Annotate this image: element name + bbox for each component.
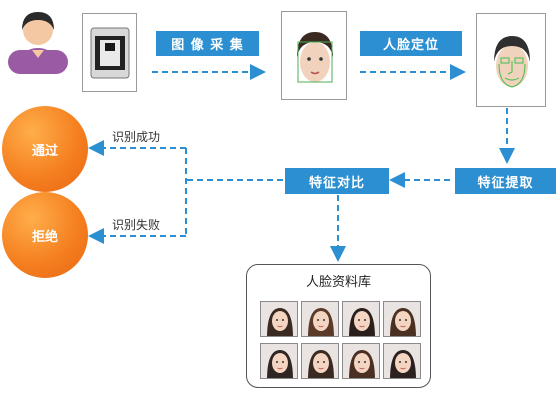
captured-photo-frame: [281, 11, 347, 100]
step-feature-extract-label: 特征提取: [477, 175, 534, 191]
step-face-locate-label: 人脸定位: [382, 38, 439, 53]
face-database-title: 人脸资料库: [305, 275, 371, 290]
step-image-capture: 图 像 采 集: [156, 31, 259, 56]
result-reject-label: 拒绝: [31, 229, 58, 245]
located-photo-frame: [476, 13, 546, 107]
camera-device-icon: [90, 27, 130, 79]
result-pass-label: 通过: [31, 143, 58, 159]
database-face-thumbnail: [342, 301, 380, 337]
database-face-thumbnail: [260, 301, 298, 337]
face-landmarks-icon: [494, 36, 530, 88]
result-pass: 通过: [2, 106, 88, 192]
step-image-capture-label: 图 像 采 集: [171, 38, 244, 53]
database-face-thumbnail: [260, 343, 298, 379]
face-thumbnail-icon: [302, 344, 338, 378]
step-feature-extract: 特征提取: [455, 168, 556, 194]
face-thumbnail-icon: [302, 302, 338, 336]
step-face-locate: 人脸定位: [360, 31, 462, 56]
capture-device-frame: [82, 13, 137, 92]
database-face-thumbnail: [342, 343, 380, 379]
step-feature-compare: 特征对比: [285, 168, 389, 194]
face-thumbnail-icon: [384, 302, 420, 336]
face-photo-icon: [297, 32, 333, 83]
step-feature-compare-label: 特征对比: [308, 175, 365, 191]
face-thumbnail-icon: [343, 302, 379, 336]
result-reject: 拒绝: [2, 192, 88, 278]
face-thumbnail-icon: [261, 344, 297, 378]
face-thumbnail-icon: [384, 344, 420, 378]
database-face-thumbnail: [301, 301, 339, 337]
database-face-thumbnail: [383, 343, 421, 379]
database-face-thumbnail: [383, 301, 421, 337]
recognition-fail-label: 识别失败: [112, 218, 161, 232]
face-database: 人脸资料库: [246, 264, 431, 388]
face-thumbnail-icon: [261, 302, 297, 336]
face-thumbnail-icon: [343, 344, 379, 378]
recognition-success-label: 识别成功: [112, 130, 161, 144]
database-face-thumbnail: [301, 343, 339, 379]
